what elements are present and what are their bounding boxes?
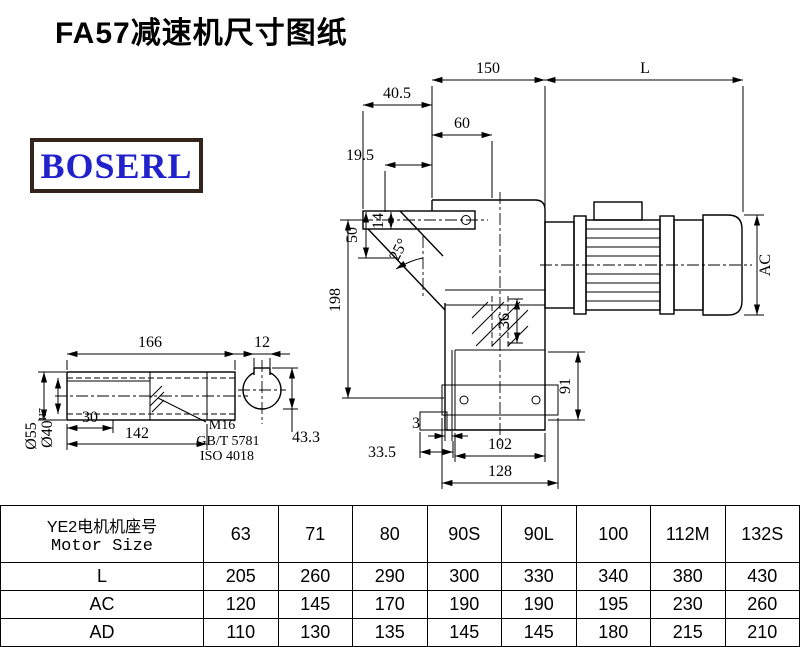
dim-3-label: 3 <box>412 415 420 432</box>
motor-size-header-cn: YE2电机机座号 <box>46 518 158 536</box>
bolt-hole-left <box>459 395 469 405</box>
L-value: 300 <box>426 562 502 591</box>
L-value: 430 <box>724 562 800 591</box>
table-row-AC: AC 120 145 170 190 190 195 230 260 <box>0 590 800 619</box>
L-value: 290 <box>352 562 428 591</box>
dia40-base: Ø40 <box>39 420 56 448</box>
size-80: 80 <box>352 505 428 563</box>
size-112M: 112M <box>650 505 726 563</box>
dim-19-5-label: 19.5 <box>346 147 374 164</box>
dim-43-3-label: 43.3 <box>292 429 320 446</box>
L-value: 205 <box>203 562 279 591</box>
AD-value: 130 <box>277 618 353 647</box>
size-71: 71 <box>277 505 353 563</box>
terminal-box <box>593 201 643 221</box>
AD-value: 110 <box>203 618 279 647</box>
AD-value: 215 <box>650 618 726 647</box>
fan-cover <box>702 214 743 316</box>
thread-iso-label: ISO 4018 <box>200 449 254 464</box>
dim-dia40h7-label: Ø40H7 <box>38 408 56 448</box>
shaft-detail-view: 166 30 142 Ø55 Ø40H7 M16 GB/T 5781 ISO 4… <box>23 334 260 464</box>
page-title: FA57减速机尺寸图纸 <box>55 17 348 50</box>
AC-value: 230 <box>650 590 726 619</box>
keyway-circle-detail: 12 43.3 <box>234 334 320 446</box>
dim-142-label: 142 <box>125 425 149 442</box>
L-value: 340 <box>575 562 651 591</box>
dim-102-label: 102 <box>488 436 512 453</box>
L-value: 330 <box>501 562 577 591</box>
AC-value: 120 <box>203 590 279 619</box>
table-row-AD: AD 110 130 135 145 145 180 215 210 <box>0 618 800 647</box>
L-value: 380 <box>650 562 726 591</box>
dim-166-label: 166 <box>138 334 162 351</box>
row-label-AC: AC <box>0 590 204 619</box>
dim-L-label: L <box>640 60 650 77</box>
shaft-hole <box>461 215 471 225</box>
motor-size-header-en: Motor Size <box>50 536 154 556</box>
dim-60-label: 60 <box>454 115 470 132</box>
dim-12-label: 12 <box>254 334 270 351</box>
AD-value: 180 <box>575 618 651 647</box>
bottom-dimensions: 3 33.5 102 128 <box>368 415 559 489</box>
dim-36-label: 36 <box>496 313 513 329</box>
input-shaft <box>362 210 476 230</box>
AD-value: 145 <box>501 618 577 647</box>
dim-128-label: 128 <box>488 463 512 480</box>
motor-dimension-table: YE2电机机座号 Motor Size 63 71 80 90S 90L 100… <box>0 505 800 647</box>
size-63: 63 <box>203 505 279 563</box>
dim-30-label: 30 <box>82 409 98 426</box>
flange-tab-right <box>544 384 559 416</box>
AD-value: 145 <box>426 618 502 647</box>
size-100: 100 <box>575 505 651 563</box>
technical-drawing: 150 L 40.5 60 19.5 50 14 25° <box>23 60 774 489</box>
gearbox-main-view <box>340 192 559 445</box>
hollow-shaft-outline <box>66 371 236 421</box>
dim-33-5-label: 33.5 <box>368 444 396 461</box>
table-row-L: L 205 260 290 300 330 340 380 430 <box>0 562 800 591</box>
boserl-logo-text: BOSERL <box>40 145 193 186</box>
top-dimensions: 150 L 40.5 60 19.5 <box>346 60 744 212</box>
left-dimensions: 50 14 25° 198 <box>327 212 444 399</box>
AC-value: 195 <box>575 590 651 619</box>
AC-value: 170 <box>352 590 428 619</box>
dim-AC-label: AC <box>757 254 774 276</box>
size-90L: 90L <box>501 505 577 563</box>
motor-size-header-cell: YE2电机机座号 Motor Size <box>0 505 204 563</box>
housing-foot <box>419 411 448 431</box>
AC-value: 260 <box>724 590 800 619</box>
dim-14-label: 14 <box>370 213 387 229</box>
dim-25deg-label: 25° <box>386 236 412 264</box>
size-132S: 132S <box>724 505 800 563</box>
dia40-tolerance: H7 <box>38 408 49 420</box>
dim-40-5-label: 40.5 <box>383 85 411 102</box>
row-label-AD: AD <box>0 618 204 647</box>
housing-outline <box>432 199 546 431</box>
thread-m16-label: M16 <box>209 418 235 433</box>
dim-198-label: 198 <box>327 288 344 312</box>
AD-value: 135 <box>352 618 428 647</box>
dim-91-label: 91 <box>557 378 574 394</box>
center-right-dimensions: 36 AC 91 <box>496 214 774 421</box>
size-90S: 90S <box>426 505 502 563</box>
flange-tab-left <box>441 384 456 416</box>
motor-view <box>540 201 752 316</box>
AC-value: 145 <box>277 590 353 619</box>
dim-150-label: 150 <box>476 60 500 77</box>
boserl-logo: BOSERL <box>30 138 203 193</box>
AD-value: 210 <box>724 618 800 647</box>
bolt-hole-right <box>531 395 541 405</box>
AC-value: 190 <box>426 590 502 619</box>
dim-dia55-label: Ø55 <box>23 422 40 450</box>
table-header-row: YE2电机机座号 Motor Size 63 71 80 90S 90L 100… <box>0 505 800 563</box>
dim-50-label: 50 <box>344 227 361 243</box>
row-label-L: L <box>0 562 204 591</box>
thread-gb-label: GB/T 5781 <box>196 434 259 449</box>
AC-value: 190 <box>501 590 577 619</box>
L-value: 260 <box>277 562 353 591</box>
